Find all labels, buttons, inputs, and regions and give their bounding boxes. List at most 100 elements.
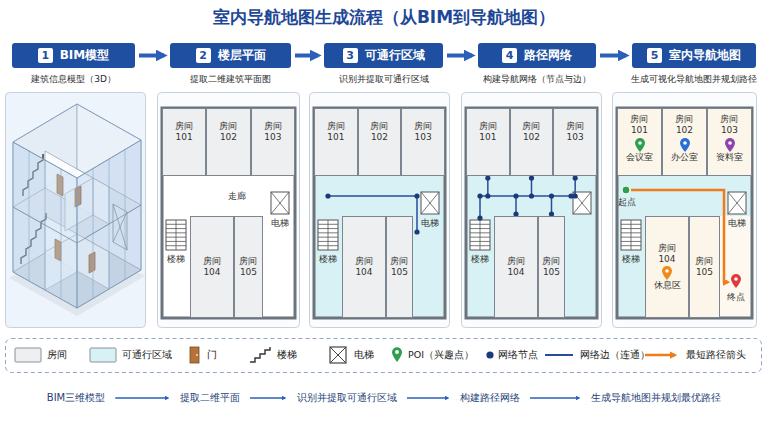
passable-area: [413, 216, 445, 318]
stair-symbol: [318, 220, 338, 250]
legend-swatch: [15, 348, 41, 362]
floor-edge: [13, 207, 77, 243]
room-box: 房间 104 休息区: [645, 216, 689, 318]
passable-area: [617, 176, 752, 216]
elevator-symbol: [271, 192, 289, 214]
elevator-label: 电梯: [271, 218, 289, 229]
step-arrow: [139, 54, 164, 58]
flow-arrow: [115, 397, 168, 399]
passable-area: [466, 176, 597, 216]
passable-area: [466, 216, 494, 318]
room-label: 房间 101: [326, 121, 346, 143]
step-title: 楼层平面: [218, 47, 266, 64]
outer-wall: [162, 108, 295, 318]
stair-label: 楼梯: [622, 254, 640, 265]
stair-symbol: [176, 220, 177, 250]
room-label: 房间 105: [390, 256, 410, 278]
room-label: 房间 104: [354, 256, 374, 278]
glass-wall: [13, 142, 77, 308]
elevator-symbol: [728, 192, 746, 214]
network-node: [529, 193, 534, 198]
room-box: 房间 103: [251, 108, 295, 176]
elevator-symbol: [271, 192, 289, 214]
elevator-symbol: [573, 192, 591, 214]
step-box: 2 楼层平面: [170, 43, 291, 68]
network-edge: [531, 178, 533, 196]
room-label: 房间 103: [413, 121, 433, 143]
step-number: 2: [196, 48, 211, 63]
title-text: 室内导航地图生成流程（从BIM到导航地图）: [0, 6, 768, 28]
panel-frame: [158, 93, 300, 328]
outer-wall: [617, 108, 752, 318]
step-box: 1BIM模型: [12, 43, 135, 68]
legend-text: 网络节点: [498, 349, 538, 360]
step-subtitle: 构建导航网络（节点与边）: [483, 74, 591, 85]
poi-label: 休息区: [654, 280, 681, 291]
flow-step: 识别并提取可通行区域: [297, 392, 397, 404]
legend-text: 网络边（连通）: [580, 349, 650, 360]
step-arrow: [295, 54, 318, 58]
step-title: BIM模型: [60, 47, 110, 64]
network-edge: [574, 178, 576, 196]
flow-arrow: [250, 397, 285, 399]
end-poi-pin: [734, 277, 738, 281]
room-box: 房间 101会议室: [617, 108, 662, 176]
step-arrow: [447, 54, 472, 58]
room-label: 房间 102: [219, 121, 239, 143]
room-label: 房间 105: [695, 256, 715, 278]
floor-plan: [162, 108, 295, 318]
legend-text: 最短路径箭头: [686, 349, 746, 360]
flow-arrow: [530, 397, 579, 399]
stair-area: [162, 216, 190, 318]
stair-symbol: [166, 220, 186, 250]
elevator-symbol: [421, 192, 439, 214]
elevator-symbol: [573, 192, 591, 214]
corridor-label: 走廊: [228, 191, 246, 202]
passable-area: [314, 216, 342, 318]
room-label: 房间 104: [202, 256, 222, 278]
network-node: [414, 193, 419, 198]
passable-area: [565, 216, 597, 318]
elevator-symbol: [421, 192, 439, 214]
network-node: [573, 175, 578, 180]
elevator-area: [263, 216, 295, 318]
step-box: 3可通行区域: [324, 43, 443, 68]
legend-node-icon: [486, 351, 493, 358]
legend-stair-icon: [250, 347, 270, 362]
elevator-symbol: [728, 192, 746, 214]
elevator-label: 电梯: [728, 218, 746, 229]
room-label: 房间 102: [370, 121, 390, 143]
step-box: 5室内导航地图: [632, 43, 756, 68]
legend-text: 房间: [47, 349, 67, 360]
panel-frame: [310, 93, 450, 328]
poi-pin: [680, 138, 690, 152]
stair-label: 楼梯: [167, 254, 185, 265]
network-node: [485, 175, 490, 180]
flow-step: BIM三维模型: [47, 392, 105, 404]
legend-poi-icon: [392, 347, 402, 362]
room-box: 房间 105: [234, 216, 263, 318]
legend-frame: [6, 339, 762, 373]
room-label: 房间 105: [239, 256, 259, 278]
step-box: 4路径网络: [478, 43, 596, 68]
room-box: 房间 103: [401, 108, 445, 176]
network-node: [477, 193, 482, 198]
end-label: 终点: [727, 292, 745, 303]
legend-swatch: [90, 348, 116, 362]
network-node: [414, 229, 419, 234]
room-label: 房间 104: [657, 243, 677, 265]
room-box: 房间 101: [466, 108, 510, 176]
room-box: 房间 105: [689, 216, 720, 318]
room-box: 房间 103: [553, 108, 597, 176]
network-node: [325, 193, 330, 198]
step-subtitle: 建筑信息模型（3D）: [31, 74, 116, 85]
network-edge: [480, 195, 571, 197]
legend-text: 楼梯: [277, 349, 297, 360]
elevator-symbol: [421, 192, 439, 214]
poi-label: 办公室: [671, 152, 698, 163]
room-label: 房间 103: [565, 121, 585, 143]
room-box: 房间 101: [162, 108, 206, 176]
room-box: 房间 102办公室: [662, 108, 707, 176]
network-edge: [479, 196, 481, 218]
